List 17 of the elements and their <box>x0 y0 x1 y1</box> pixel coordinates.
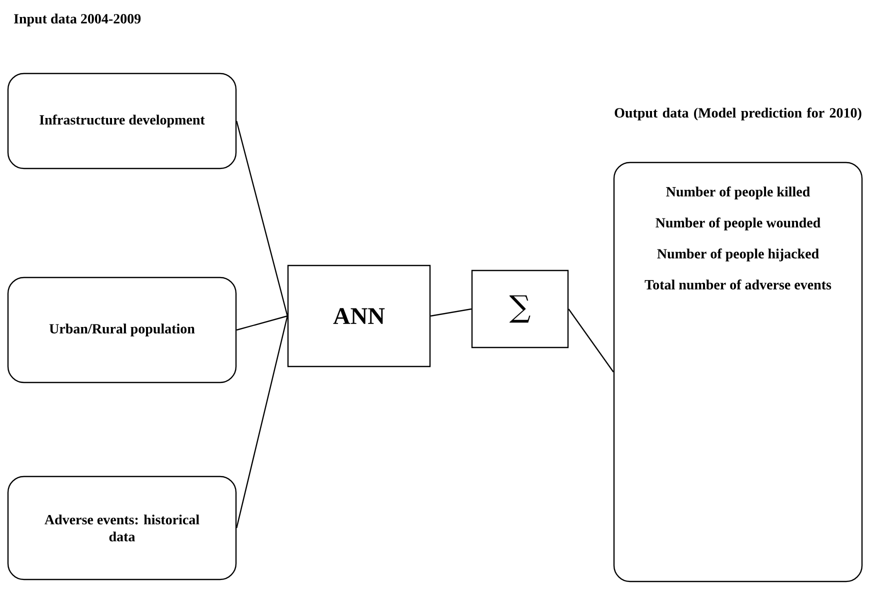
output-heading: Output data (Model prediction for 2010) <box>614 108 862 120</box>
node-label: Number of people killed <box>666 186 810 200</box>
ann-box: ANN <box>287 264 431 368</box>
connector-line <box>236 120 288 316</box>
input-box: Urban/Rural population <box>7 276 237 384</box>
connector-line <box>430 308 472 317</box>
sum-box: ∑ <box>471 270 569 348</box>
connector-line <box>236 316 288 528</box>
input-box: Adverse events: historical data <box>7 476 237 580</box>
title: Input data 2004-2009 <box>14 14 141 26</box>
node-label: Number of people hijacked <box>657 248 819 262</box>
node-label: Total number of adverse events <box>644 279 832 290</box>
output-box: Number of people killed Number of people wounded Number of people hijacked Total number of adverse events <box>613 162 863 582</box>
input-box: Infrastructure development <box>7 72 237 170</box>
connector-line <box>568 308 614 372</box>
node-label: Number of people wounded <box>656 218 820 230</box>
connector-line <box>236 315 288 331</box>
